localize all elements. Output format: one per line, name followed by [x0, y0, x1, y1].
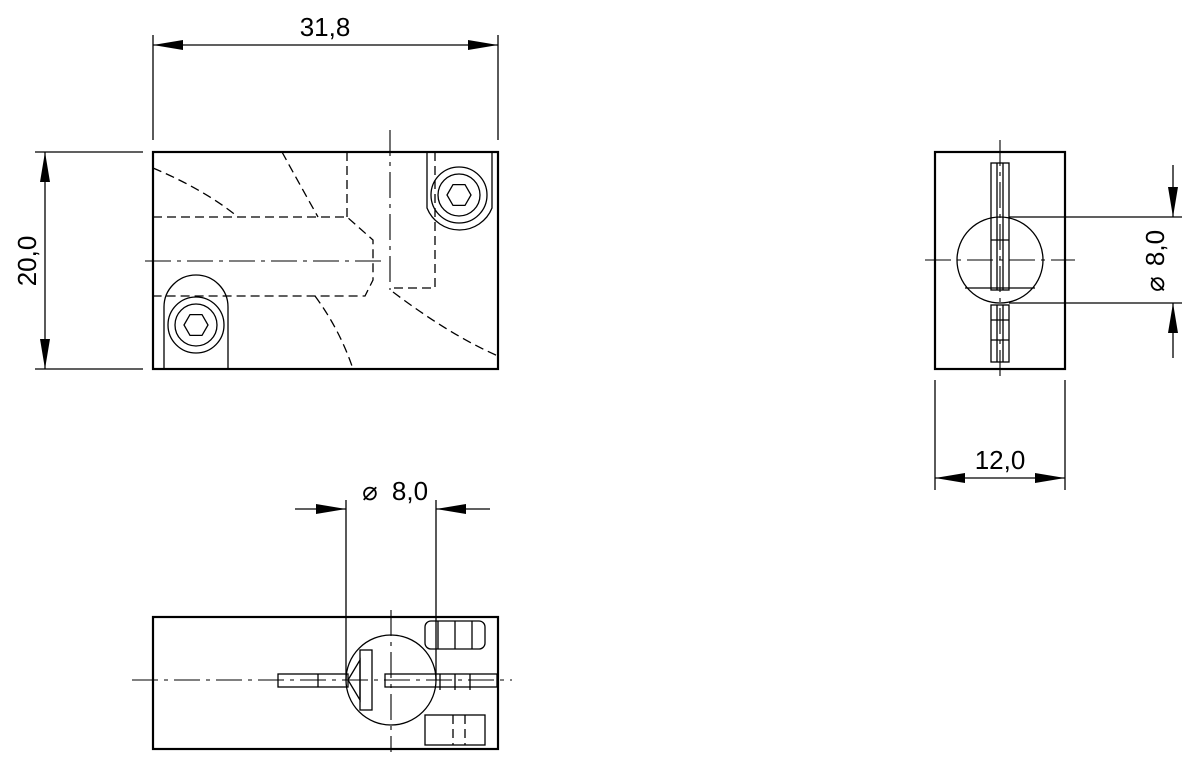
top-view [132, 610, 512, 752]
hidden-arc-right [392, 291, 499, 357]
lower-screw-slot [163, 274, 229, 369]
dimension-front-height: 20,0 [12, 151, 143, 370]
lower-hex-screw-icon [167, 296, 225, 354]
side-diameter-label: 8,0 [1140, 230, 1170, 266]
hidden-arc-upper [152, 167, 239, 218]
top-upper-screw-icon [424, 620, 486, 650]
upper-hex-screw-icon [430, 166, 488, 224]
dimension-front-width: 31,8 [152, 12, 499, 140]
top-body-outline [151, 615, 500, 751]
side-width-label: 12,0 [975, 445, 1026, 475]
hidden-arc-mid [281, 151, 319, 218]
top-diameter-label: 8,0 [392, 476, 428, 506]
top-diameter-symbol: ⌀ [362, 476, 378, 506]
top-lower-screw-icon [424, 714, 486, 746]
side-view [925, 140, 1075, 380]
hidden-bore-edges [153, 216, 374, 297]
dimension-top-diameter: ⌀ 8,0 [295, 476, 490, 680]
side-diameter-symbol: ⌀ [1140, 276, 1170, 292]
front-width-label: 31,8 [300, 12, 351, 42]
hidden-arc-lower [314, 295, 354, 370]
dimension-side-diameter: ⌀ 8,0 [1009, 165, 1182, 358]
dimension-side-width: 12,0 [934, 380, 1066, 490]
front-height-label: 20,0 [12, 236, 42, 287]
front-view [145, 130, 500, 371]
hidden-pocket [346, 152, 436, 289]
upper-screw-slot [426, 152, 493, 231]
